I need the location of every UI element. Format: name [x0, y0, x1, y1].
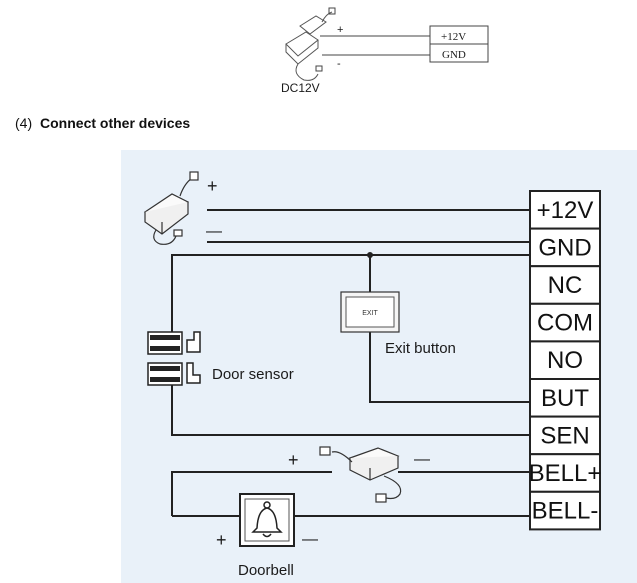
top-power-adapter-icon [285, 7, 336, 81]
top-terminal-12v: +12V [441, 31, 466, 43]
section-number: (4) [15, 115, 32, 131]
exit-button-face-text: EXIT [362, 310, 378, 317]
door-sensor-icon [147, 331, 201, 386]
main-wiring-diagram: +12V GND NC COM NO BUT SEN BELL+ BELL- + — EXIT [121, 150, 637, 583]
section-heading: (4) Connect other devices [15, 115, 190, 131]
section-title: Connect other devices [40, 115, 190, 131]
wire-sensor-to-sen [171, 383, 530, 436]
terminal-label: SEN [540, 422, 589, 449]
exit-button-icon: EXIT [340, 291, 400, 333]
bell-adapter-icon [319, 446, 402, 503]
top-terminal-gnd: GND [442, 49, 466, 61]
power-minus-sign: — [206, 223, 222, 240]
bell-plus-sign: + [288, 450, 299, 470]
terminal-cell [529, 490, 601, 531]
terminal-label: BUT [541, 385, 589, 412]
terminal-label: NO [547, 347, 583, 374]
top-adapter-label: DC12V [281, 81, 320, 95]
wire-bell-plus [171, 471, 530, 516]
terminal-cell [529, 190, 601, 230]
top-plus-sign: + [337, 24, 343, 36]
terminal-label: BELL- [532, 498, 599, 525]
terminal-strip: +12V GND NC COM NO BUT SEN BELL+ BELL- [529, 190, 602, 531]
doorbell-plus-sign: + [216, 530, 227, 550]
terminal-label: +12V [537, 197, 594, 224]
power-adapter-icon [143, 171, 199, 245]
wire-exit-to-but [369, 332, 530, 403]
top-power-diagram: + - +12V GND DC12V [281, 7, 489, 95]
terminal-label: COM [537, 310, 593, 337]
power-plus-sign: + [207, 176, 218, 196]
terminal-cell [529, 378, 601, 418]
doorbell-icon [239, 493, 295, 547]
terminal-label: BELL+ [529, 460, 602, 487]
top-minus-sign: - [337, 58, 341, 70]
door-sensor-label: Door sensor [212, 366, 294, 383]
terminal-label: GND [538, 234, 591, 261]
terminal-label: NC [548, 272, 583, 299]
terminal-cell [529, 340, 601, 380]
bell-minus-sign: — [414, 451, 430, 468]
doorbell-minus-sign: — [302, 531, 318, 548]
exit-button-label: Exit button [385, 340, 456, 357]
wire-gnd-bus [171, 254, 530, 332]
doorbell-label: Doorbell [238, 562, 294, 579]
